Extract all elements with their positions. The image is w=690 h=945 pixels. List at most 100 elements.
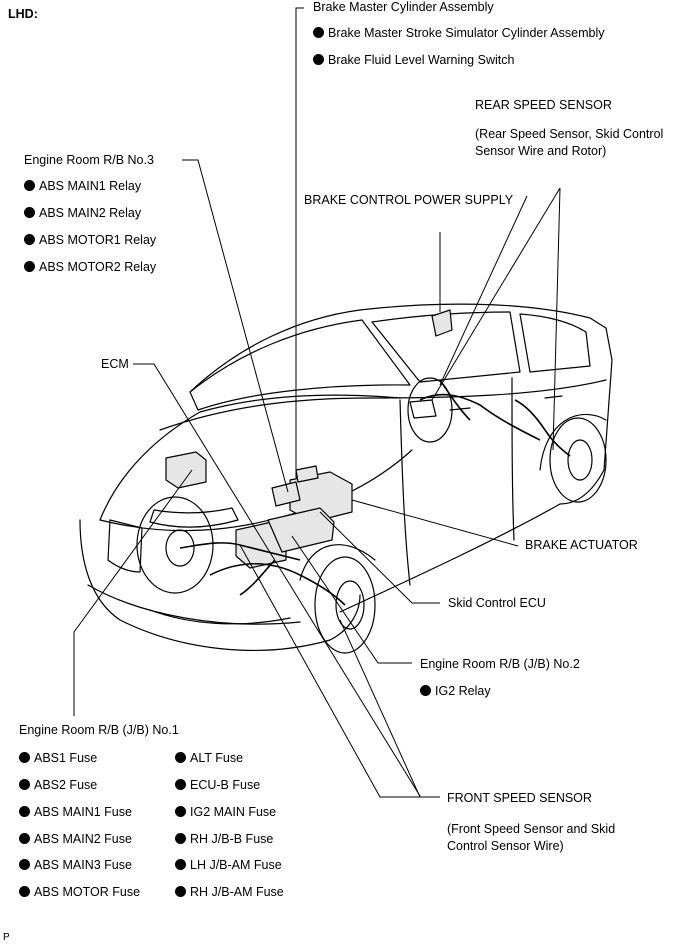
bullet-icon [175,833,186,844]
bullet-icon [19,859,30,870]
jb1-left-item: ABS MAIN1 Fuse [19,805,132,820]
jb1-right-item: ALT Fuse [175,751,243,766]
bullet-icon [24,207,35,218]
car-illustration [79,303,613,654]
bullet-icon [19,779,30,790]
rear-wheel [549,417,607,503]
headlight [149,507,239,528]
rear-wheel-arch [539,413,607,471]
front-side-window [371,311,521,383]
leader-jb2 [291,535,412,664]
leader-brake-actuator [351,499,519,547]
rb3-item: ABS MAIN1 Relay [24,179,141,194]
engine-room-jb2-title: Engine Room R/B (J/B) No.2 [420,657,580,671]
ecm-title: ECM [101,357,129,371]
front-speed-sensor-desc-1: (Front Speed Sensor and Skid [447,822,616,836]
brake-control-power-supply-unit [431,309,453,337]
front-wheel-arch [299,544,376,581]
rear-speed-sensor-title: REAR SPEED SENSOR [475,98,612,112]
bullet-icon [313,27,324,38]
bullet-icon [24,180,35,191]
leader-lines [73,7,561,798]
region-label: LHD: [8,7,38,21]
bullet-icon [420,685,431,696]
bullet-icon [24,261,35,272]
jb1-left-item: ABS2 Fuse [19,778,97,793]
skid-control-ecu-title: Skid Control ECU [448,596,546,610]
bumper-lower [87,584,301,625]
jb1-right-item: RH J/B-B Fuse [175,832,273,847]
rb3-item: ABS MOTOR1 Relay [24,233,156,248]
brake-master-item: Brake Fluid Level Warning Switch [313,53,514,68]
windshield [189,319,411,411]
jb2-item: IG2 Relay [420,684,491,699]
grille [107,519,143,573]
leader-skid-ecu [319,511,440,604]
ecm-unit [165,451,207,489]
bullet-icon [175,806,186,817]
rb3-item: ABS MOTOR2 Relay [24,260,156,275]
bullet-icon [19,886,30,897]
jb1-right-item: ECU-B Fuse [175,778,260,793]
brake-actuator-unit [289,471,353,523]
hood-edge [99,449,413,532]
car-beltline [159,379,607,431]
rear-speed-sensor-desc-2: Sensor Wire and Rotor) [475,144,607,158]
front-fascia [79,519,361,651]
leader-rear-speed-right [552,187,561,451]
side-mirror [409,399,437,419]
brake-control-power-supply-title: BRAKE CONTROL POWER SUPPLY [304,193,514,207]
bullet-icon [175,886,186,897]
door-handles [449,395,563,411]
rear-side-window [519,313,591,373]
engine-room-box-2 [267,507,335,553]
engine-room-jb1-title: Engine Room R/B (J/B) No.1 [19,723,179,737]
rocker-line [339,503,561,613]
footer-mark: P [3,932,10,943]
jb1-left-item: ABS MOTOR Fuse [19,885,140,900]
front-speed-sensor-desc-2: Control Sensor Wire) [447,839,564,853]
bullet-icon [313,54,324,65]
leader-brake-master [295,7,304,478]
leader-rear-speed-left [431,187,561,401]
rear-quarter [559,327,613,505]
bullet-icon [175,779,186,790]
bumper-opening [149,609,291,625]
reservoir-unit [295,465,319,483]
master-cylinder-unit [271,481,301,507]
leader-rb3 [182,159,289,493]
rear-speed-sensor-desc-1: (Rear Speed Sensor, Skid Control [475,127,664,141]
hood-outline [99,394,401,521]
jb1-left-item: ABS MAIN2 Fuse [19,832,132,847]
leader-front-speed-2 [339,619,440,798]
jb1-right-item: RH J/B-AM Fuse [175,885,284,900]
brake-actuator-title: BRAKE ACTUATOR [525,538,638,552]
left-front-hub [165,529,195,567]
engine-room-rb3-title: Engine Room R/B No.3 [24,153,154,167]
leader-jb1 [73,469,193,716]
bullet-icon [24,234,35,245]
rear-wheel-hub [567,439,593,481]
rb3-item: ABS MAIN2 Relay [24,206,141,221]
bullet-icon [19,833,30,844]
bullet-icon [19,806,30,817]
bullet-icon [175,752,186,763]
leader-brake-power [439,195,528,386]
components [165,309,453,569]
brake-master-item: Brake Master Stroke Simulator Cylinder A… [313,26,604,41]
bullet-icon [19,752,30,763]
jb1-right-item: LH J/B-AM Fuse [175,858,282,873]
door-line-front [399,399,411,586]
jb1-right-item: IG2 MAIN Fuse [175,805,276,820]
front-wheel [314,556,376,654]
bullet-icon [175,859,186,870]
jb1-left-item: ABS1 Fuse [19,751,97,766]
front-wheel-hub [335,580,365,630]
jb1-left-item: ABS MAIN3 Fuse [19,858,132,873]
door-line-rear [511,377,515,541]
car-roof-outline [189,303,607,393]
front-speed-sensor-title: FRONT SPEED SENSOR [447,791,592,805]
brake-master-cylinder-title: Brake Master Cylinder Assembly [313,0,494,14]
leader-ecm [133,363,421,797]
